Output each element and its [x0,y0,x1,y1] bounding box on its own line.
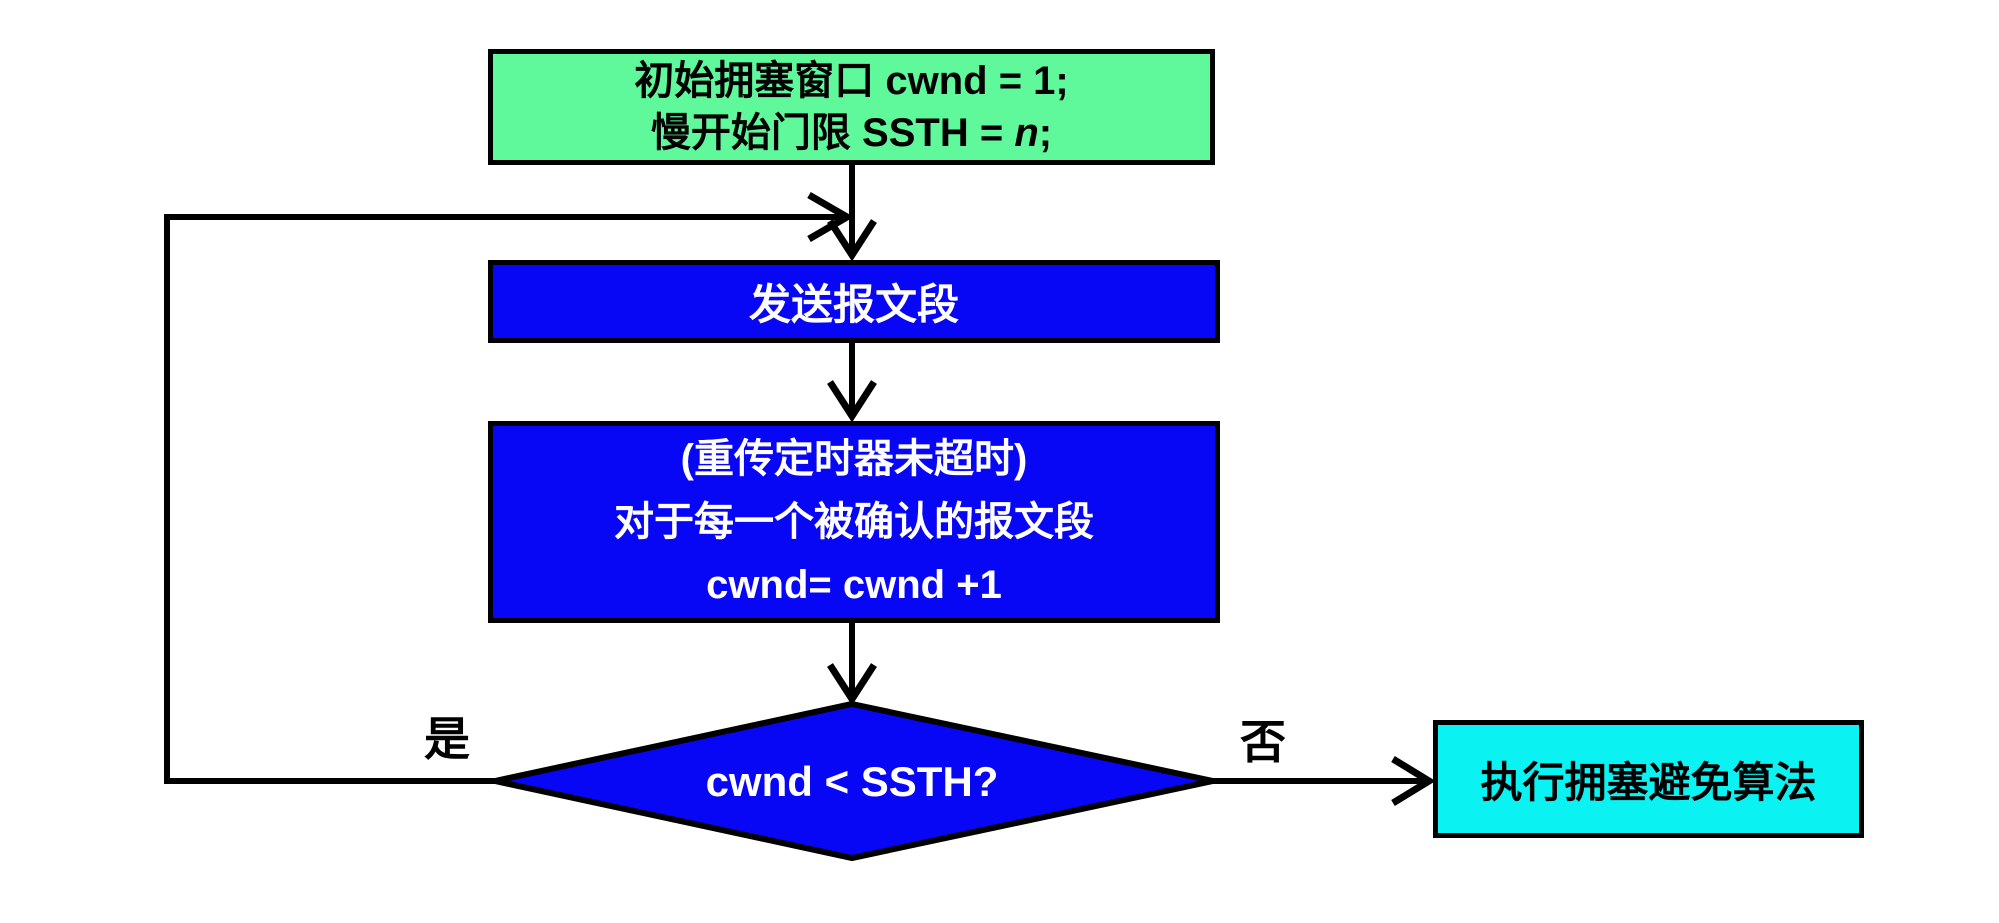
ack-line1: (重传定时器未超时) [680,436,1028,481]
ssth-variable-n: n [1014,111,1039,155]
node-send-segment: 发送报文段 [488,260,1220,343]
arrowhead-down-decision-icon [827,663,877,706]
avoidance-label: 执行拥塞避免算法 [1480,758,1817,806]
ack-line3: cwnd= cwnd +1 [706,562,1002,607]
ack-line2: 对于每一个被确认的报文段 [614,499,1094,544]
arrowhead-down-ack-icon [827,380,877,423]
loop-back-connector [164,214,843,784]
edge-label-yes: 是 [424,713,470,765]
decision-question-label: cwnd < SSTH? [705,758,999,805]
node-congestion-avoidance: 执行拥塞避免算法 [1433,720,1864,838]
init-line2: 慢开始门限 SSTH = n; [650,111,1053,155]
node-ack-increase-cwnd: (重传定时器未超时) 对于每一个被确认的报文段 cwnd= cwnd +1 [488,421,1220,623]
arrowhead-right-avoidance-icon [1391,756,1436,806]
init-line1: 初始拥塞窗口 cwnd = 1; [634,59,1069,103]
edge-label-no: 否 [1240,716,1286,768]
arrowhead-down-send-icon [827,219,877,262]
node-init-cwnd: 初始拥塞窗口 cwnd = 1; 慢开始门限 SSTH = n; [488,49,1215,165]
arrowhead-right-junction-icon [807,191,854,243]
send-label: 发送报文段 [748,281,959,328]
decision-diamond [494,700,1214,862]
